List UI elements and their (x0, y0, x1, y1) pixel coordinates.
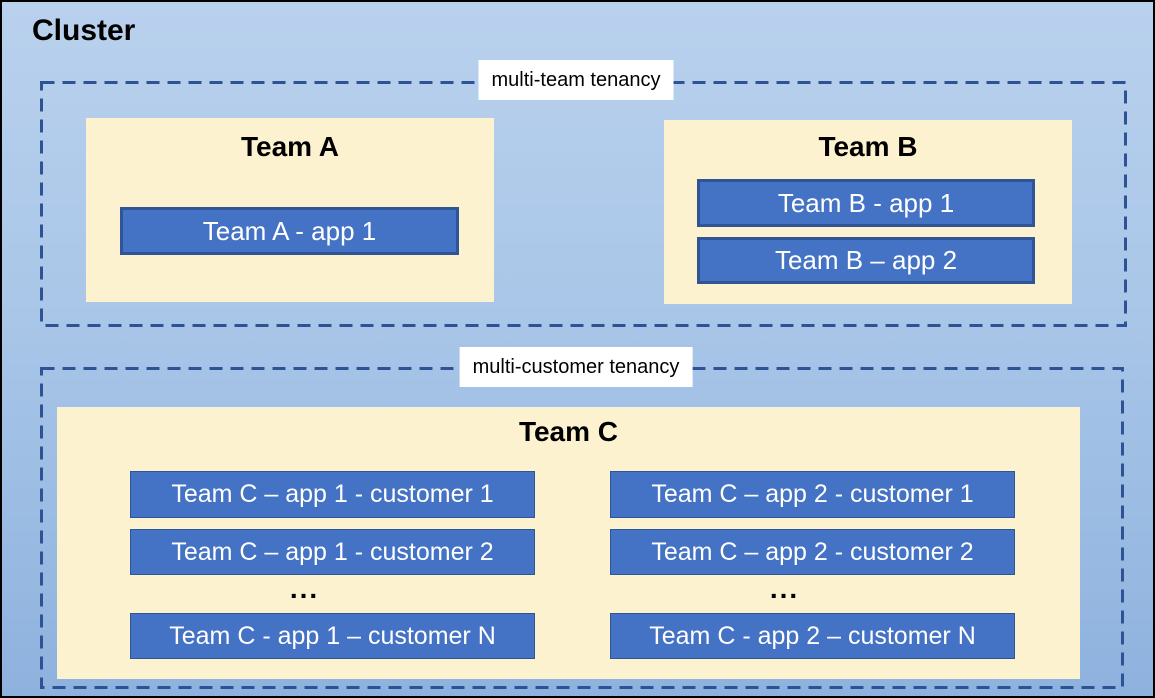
team-a-title: Team A (240, 131, 340, 162)
team-c-box: Team C Team C – app 1 - customer 1 Team … (57, 407, 1080, 679)
team-c-app1-customer2: Team C – app 1 - customer 2 (130, 529, 535, 575)
team-c-app2-customer2: Team C – app 2 - customer 2 (610, 529, 1015, 575)
multi-customer-tenancy-zone (40, 367, 1124, 689)
team-a-box: Team A Team A - app 1 (86, 118, 494, 302)
team-c-app1-customer1: Team C – app 1 - customer 1 (130, 471, 535, 518)
team-c-app2-customerN: Team C - app 2 – customer N (610, 613, 1015, 659)
team-b-box: Team B Team B - app 1 Team B – app 2 (664, 120, 1072, 304)
dashed-border (40, 81, 1127, 327)
team-b-app-2: Team B – app 2 (697, 237, 1035, 284)
team-c-title: Team C (518, 416, 619, 447)
cluster-title: Cluster (32, 14, 136, 47)
team-b-title: Team B (818, 131, 918, 162)
team-c-app2-customer1: Team C – app 2 - customer 1 (610, 471, 1015, 518)
team-c-app1-ellipsis: ... (289, 573, 320, 604)
team-a-app-1: Team A - app 1 (120, 207, 459, 255)
dashed-border (40, 367, 1124, 689)
team-c-app2-ellipsis: ... (769, 573, 800, 604)
multi-team-tenancy-label: multi-team tenancy (478, 60, 674, 100)
team-b-app-1: Team B - app 1 (697, 179, 1035, 227)
multi-customer-tenancy-label: multi-customer tenancy (459, 347, 693, 387)
multi-team-tenancy-zone (40, 81, 1127, 327)
team-c-app1-customerN: Team C - app 1 – customer N (130, 613, 535, 659)
